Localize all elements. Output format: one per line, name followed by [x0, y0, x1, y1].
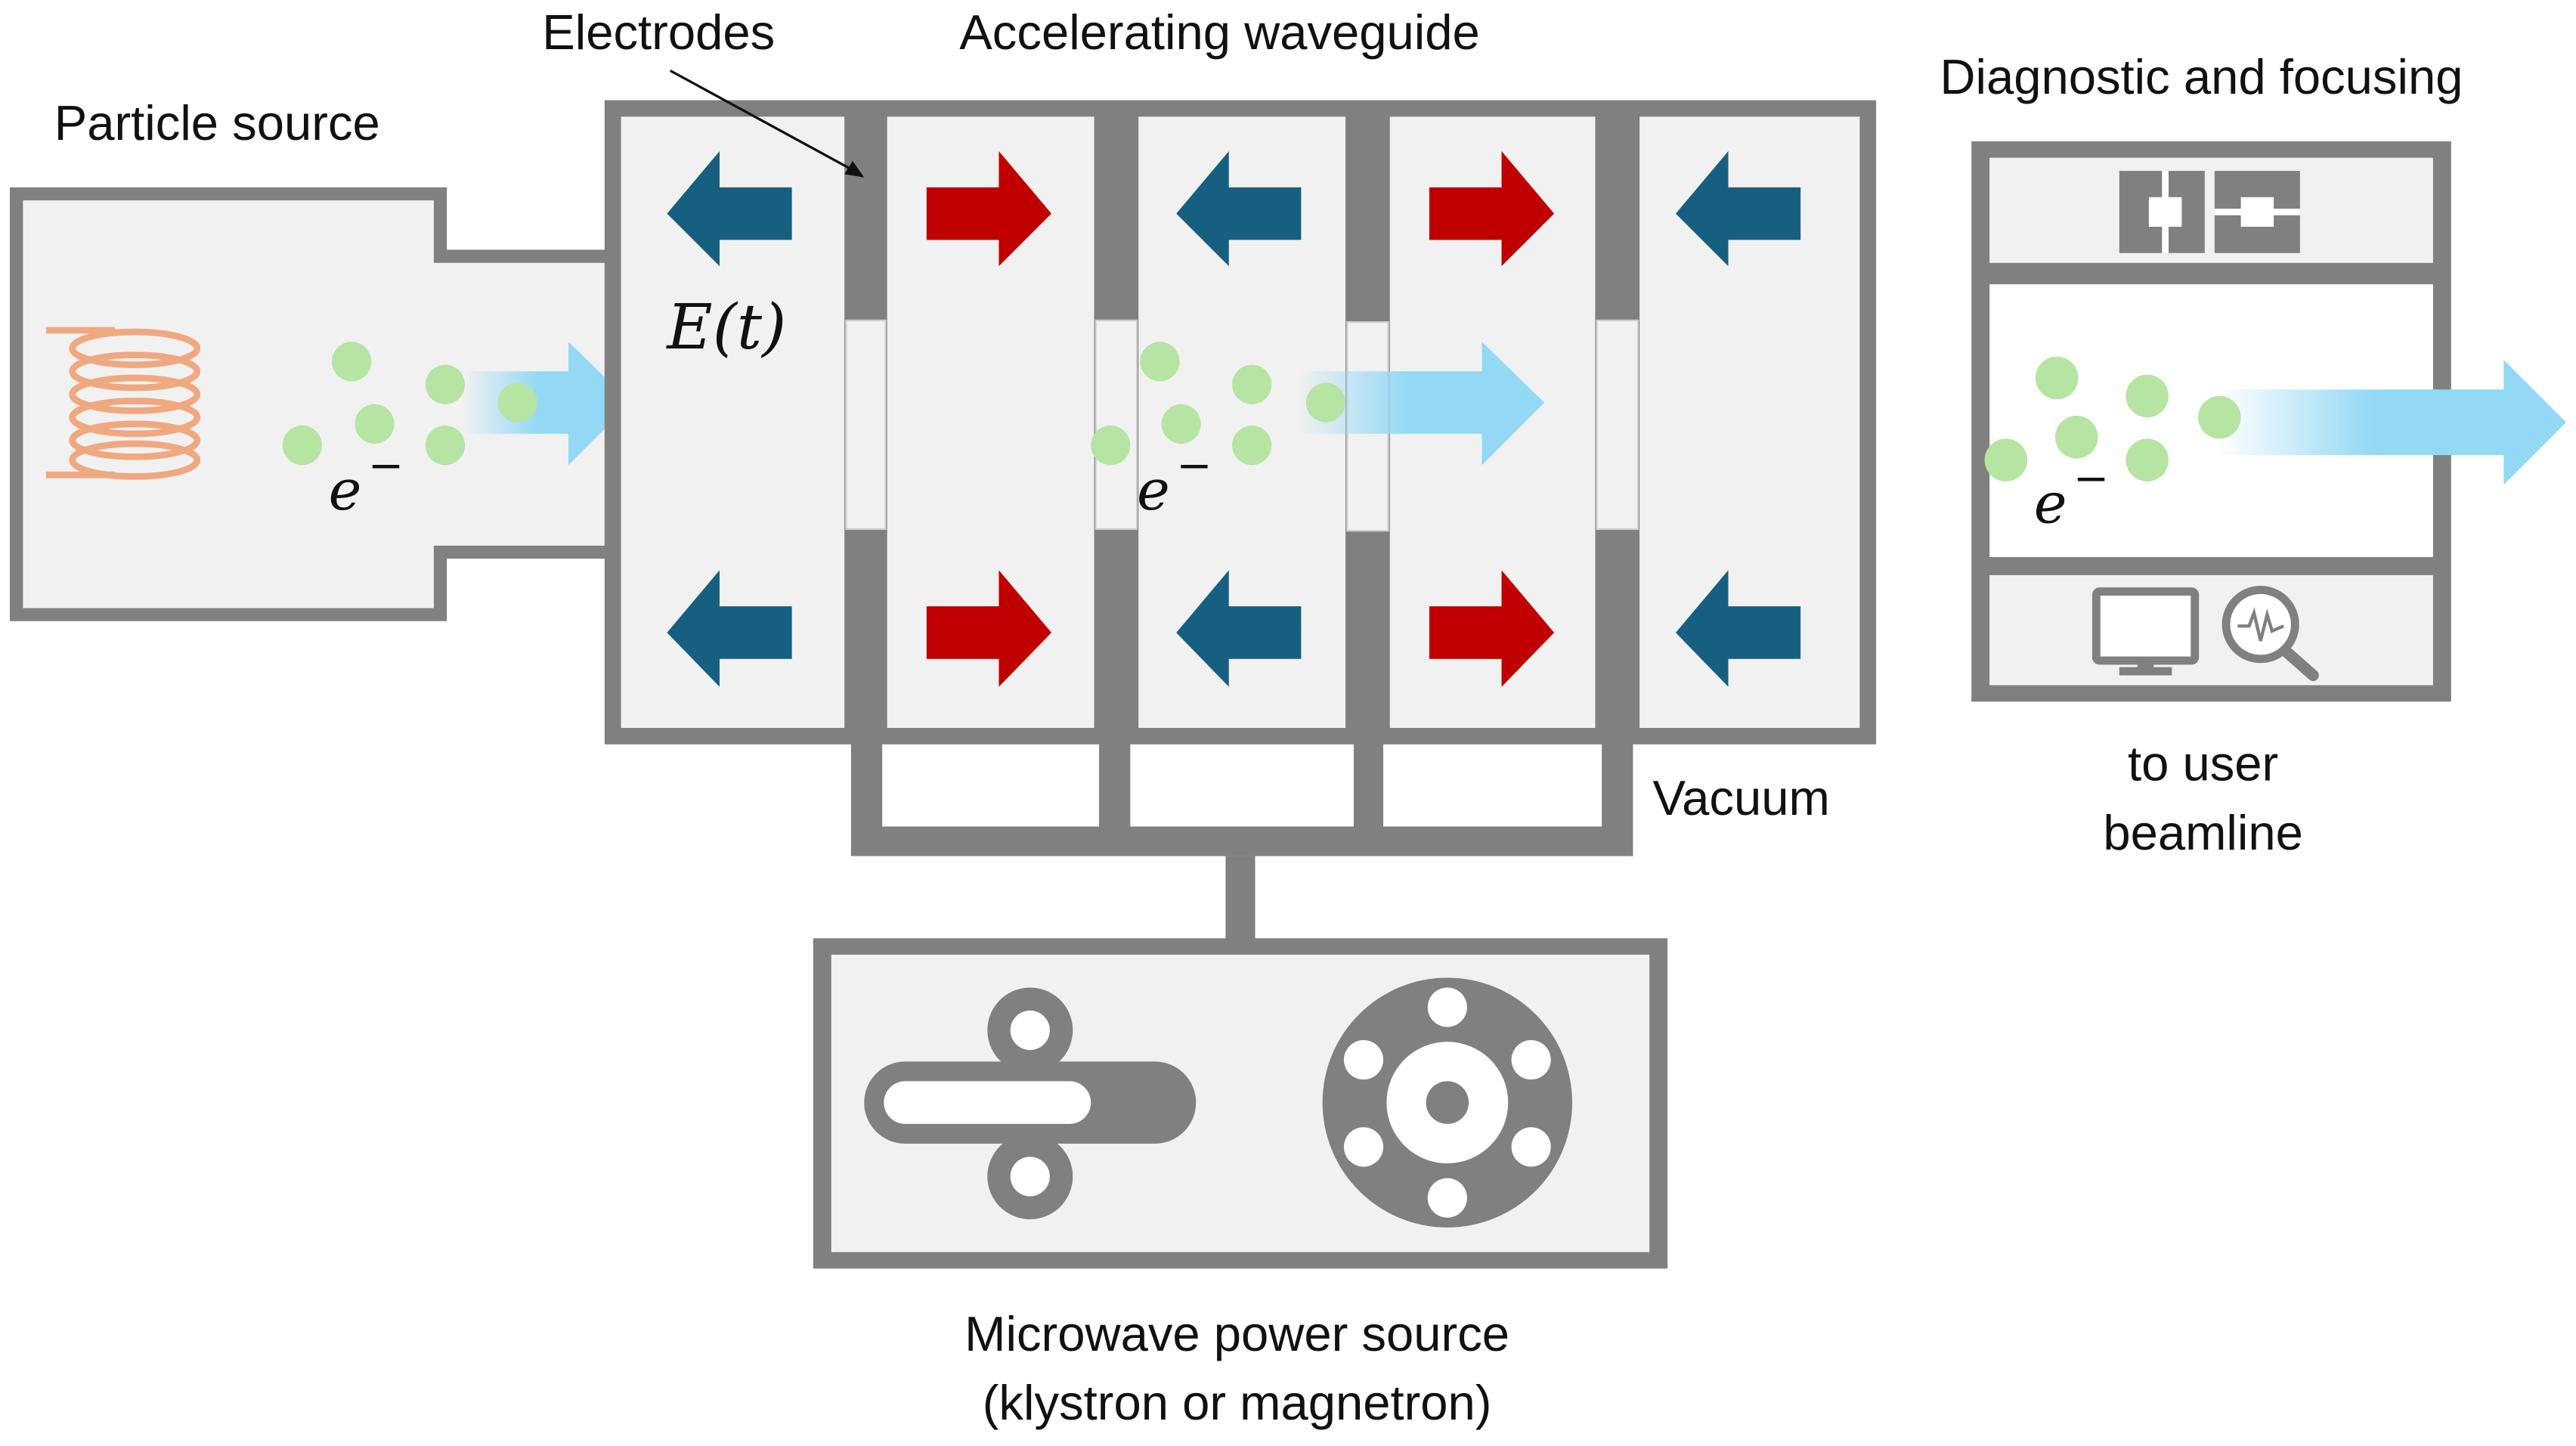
electron — [425, 364, 466, 404]
electron — [2198, 395, 2241, 439]
vacuum-port — [1130, 744, 1354, 827]
electron-label: e — [329, 458, 362, 523]
electron — [2126, 438, 2169, 481]
vacuum-port — [882, 744, 1100, 827]
electrodes-label: Electrodes — [542, 5, 775, 60]
field-arrow-left-icon — [1675, 150, 1801, 267]
magnetron-icon — [1322, 977, 1573, 1228]
particle-source: e − — [10, 187, 631, 621]
electron — [497, 382, 537, 423]
electron-charge: − — [368, 441, 404, 491]
electrode-aperture — [845, 319, 887, 531]
electron-charge: − — [1176, 441, 1212, 491]
electron — [2126, 374, 2169, 418]
electron — [282, 426, 322, 466]
electron-bunch — [282, 342, 466, 466]
field-arrow-left-icon — [667, 150, 792, 267]
diagnostic-focusing: e − — [1971, 141, 2566, 702]
field-arrow-left-icon — [667, 570, 792, 687]
coil-filament-icon — [45, 327, 201, 480]
vacuum-manifold — [850, 728, 1633, 942]
electron — [1232, 426, 1272, 466]
field-arrows — [667, 150, 1801, 687]
focusing-section — [1989, 157, 2433, 263]
monitor-icon — [2091, 587, 2200, 676]
electrodes-pointer — [669, 70, 855, 172]
field-arrow-right-icon — [926, 570, 1052, 687]
electron — [1232, 364, 1272, 404]
electrode-aperture — [1094, 319, 1138, 531]
beam-arrow — [1298, 342, 1545, 466]
field-arrow-left-icon — [1176, 570, 1302, 687]
microwave-label-line2: (klystron or magnetron) — [983, 1375, 1492, 1430]
accelerating-waveguide-label: Accelerating waveguide — [959, 5, 1479, 60]
electron — [332, 342, 372, 382]
electron — [1140, 342, 1180, 382]
electron — [355, 404, 395, 444]
beam-arrow — [463, 342, 631, 466]
magnifier-signal-icon — [2221, 585, 2319, 682]
diagnostic-section — [1989, 574, 2433, 686]
electron-bunch — [1091, 342, 1346, 466]
electron — [1161, 404, 1201, 444]
field-label: E(t) — [665, 291, 786, 364]
electron — [1305, 382, 1346, 423]
electron-label: e — [2034, 471, 2067, 536]
field-arrow-left-icon — [1176, 150, 1302, 267]
beam-exit-arrow — [2218, 360, 2566, 485]
vacuum-label: Vacuum — [1653, 770, 1830, 825]
to-user-label-line2: beamline — [2103, 805, 2303, 860]
electron — [1091, 426, 1131, 466]
pointer-arrowhead-icon — [844, 161, 865, 178]
accelerating-waveguide: E(t) e − — [604, 100, 1877, 745]
microwave-power-source — [813, 938, 1668, 1269]
field-arrow-right-icon — [926, 150, 1052, 267]
particle-source-label: Particle source — [54, 95, 380, 150]
electrode-aperture — [1596, 319, 1639, 531]
electron — [2055, 415, 2098, 459]
quadrupole-magnet-icon — [2119, 171, 2300, 253]
rf-feed-line — [1225, 856, 1255, 942]
source-chamber-interior — [23, 200, 621, 608]
electron — [1984, 438, 2028, 481]
klystron-icon — [864, 987, 1197, 1220]
vacuum-port — [1383, 744, 1602, 827]
electron-charge: − — [2073, 454, 2109, 503]
field-arrow-left-icon — [1675, 570, 1801, 687]
field-arrow-right-icon — [1429, 150, 1555, 267]
diagnostic-focusing-label: Diagnostic and focusing — [1940, 49, 2463, 104]
to-user-label-line1: to user — [2128, 736, 2278, 791]
electron — [425, 426, 466, 466]
electron-label: e — [1137, 458, 1170, 523]
electron-bunch — [1984, 356, 2241, 481]
microwave-label-line1: Microwave power source — [964, 1306, 1509, 1361]
electron — [2035, 356, 2079, 400]
field-arrow-right-icon — [1429, 570, 1555, 687]
